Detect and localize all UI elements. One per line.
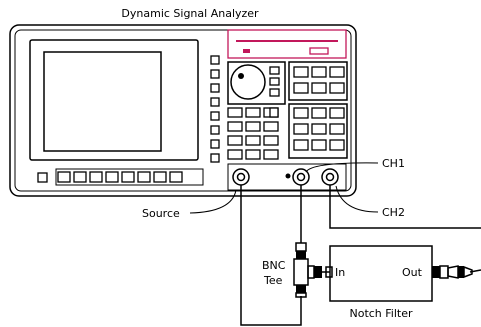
notch-filter <box>325 245 473 302</box>
filter-out-jack <box>432 266 440 278</box>
knob-panel <box>227 61 286 105</box>
annotations: Source CH1 CH2 BNC Tee In Out Notch Filt… <box>142 157 423 320</box>
softkey-column <box>210 55 220 163</box>
filter-in-jack <box>325 266 333 278</box>
source-connector <box>232 168 250 186</box>
numeric-keypad <box>227 107 279 160</box>
label-filter-in: In <box>335 266 345 279</box>
label-tee: Tee <box>263 274 283 287</box>
bnc-tee <box>293 242 322 298</box>
diagram-title: Dynamic Signal Analyzer <box>121 7 259 20</box>
label-filter-out: Out <box>402 266 423 279</box>
upper-keypad <box>288 61 348 101</box>
label-ch2: CH2 <box>382 206 405 219</box>
ch2-connector <box>321 168 339 186</box>
connector-panel <box>227 163 347 191</box>
label-ch1: CH1 <box>382 157 405 170</box>
lower-keypad <box>288 103 348 159</box>
bottom-softkey-row <box>37 168 204 186</box>
rotary-knob <box>230 64 266 100</box>
label-bnc: BNC <box>262 259 286 272</box>
ground-post <box>285 173 291 179</box>
display-screen <box>29 39 199 161</box>
label-source: Source <box>142 207 180 220</box>
cables <box>240 185 481 326</box>
analyzer-instrument <box>9 24 357 197</box>
disk-drive <box>227 29 347 59</box>
screen-area <box>43 51 162 152</box>
label-notch-filter: Notch Filter <box>349 307 413 320</box>
